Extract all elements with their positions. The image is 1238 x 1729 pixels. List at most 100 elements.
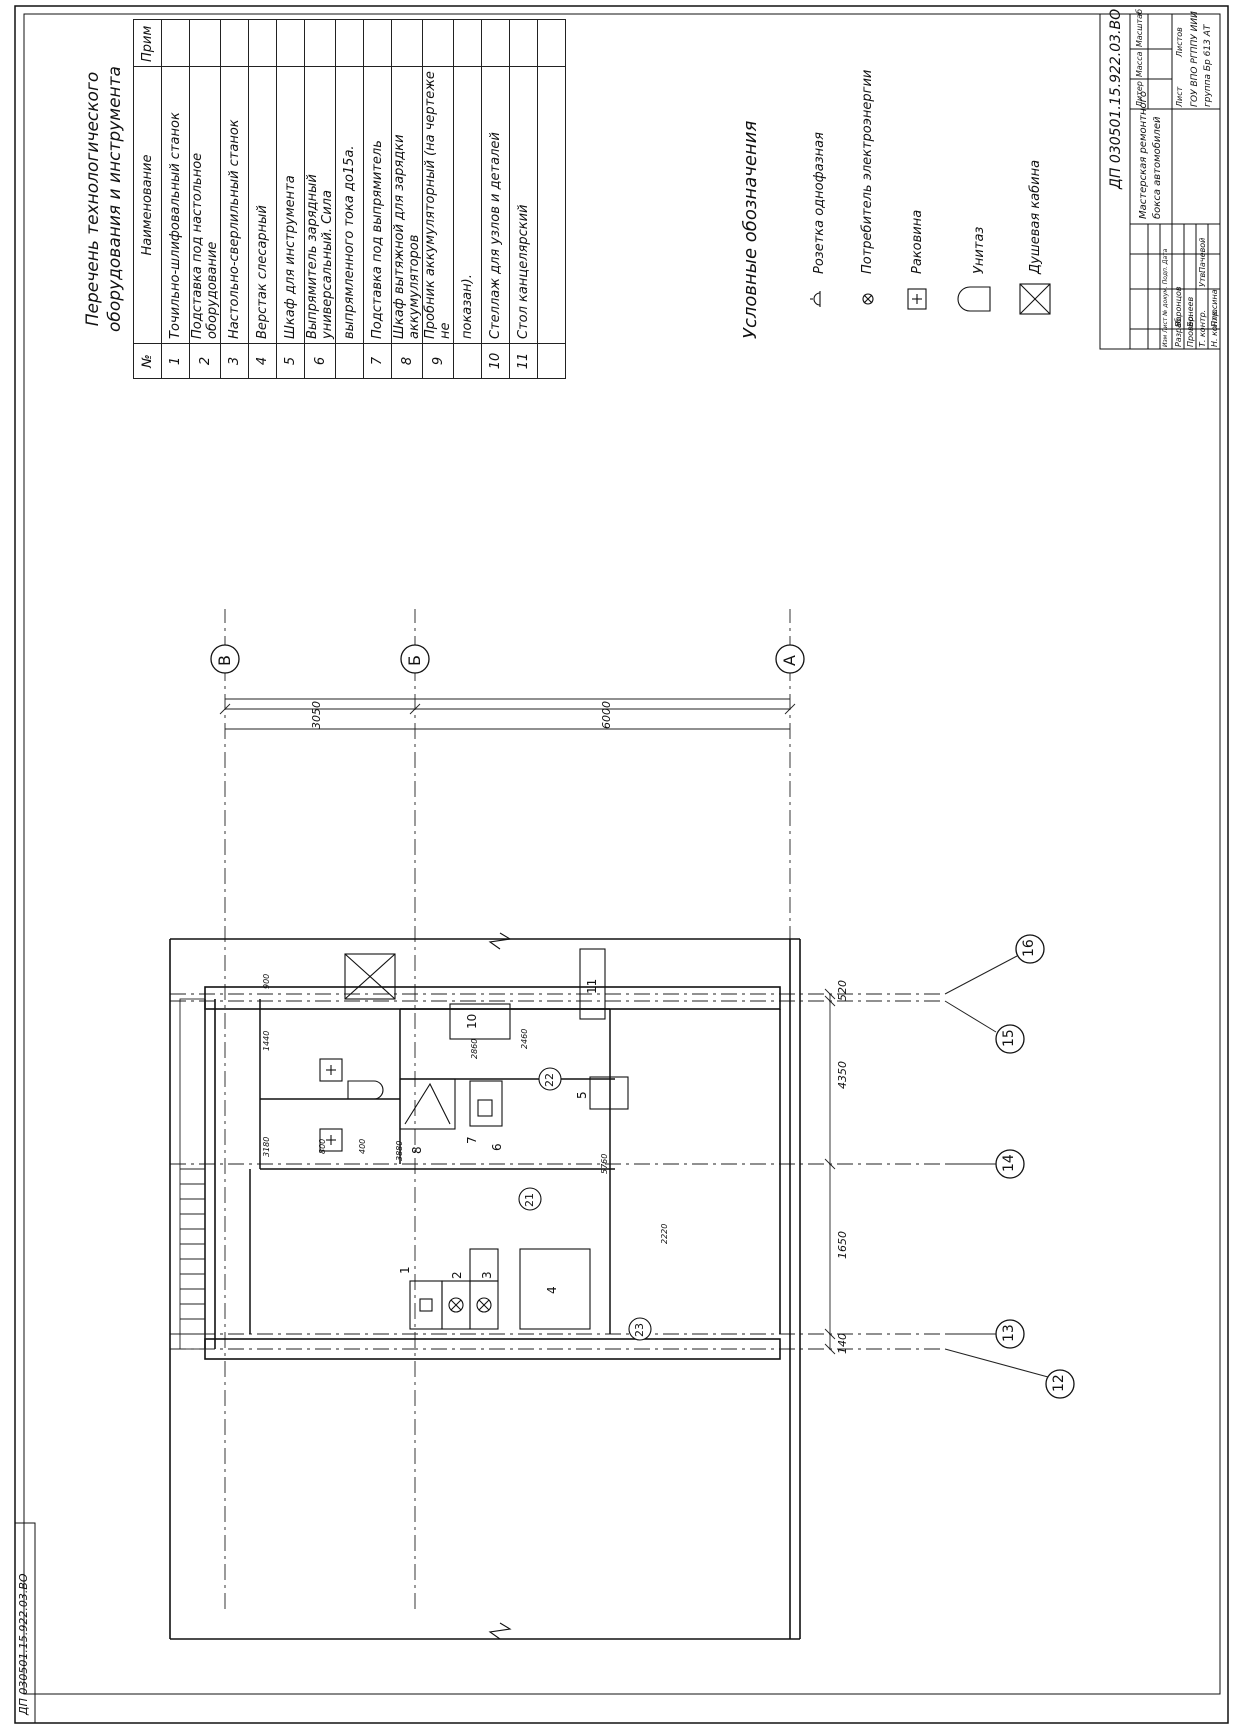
equip-5 bbox=[589, 1076, 629, 1110]
sink-icon bbox=[907, 288, 927, 310]
row-name: Пробник аккумуляторный (на чертеже не bbox=[422, 66, 454, 344]
row-note bbox=[335, 19, 364, 67]
row-name: Стол канцелярский bbox=[509, 66, 538, 344]
row-name: Выпрямитель зарядный универсальный. Сила bbox=[304, 66, 336, 344]
dim-6000: 6000 bbox=[600, 701, 613, 729]
equip-label-8: 8 bbox=[410, 1146, 424, 1154]
number-axes bbox=[170, 993, 945, 1350]
header-note: Прим bbox=[133, 19, 162, 67]
axis-number-14: 14 bbox=[1001, 1154, 1017, 1172]
inner-dim-900: 900 bbox=[262, 973, 271, 989]
axis-leader-lines bbox=[944, 955, 1049, 1378]
equip-label-3: 3 bbox=[480, 1271, 494, 1279]
dimension-lines bbox=[219, 703, 836, 1355]
outer-frame bbox=[14, 5, 1229, 1724]
row-note bbox=[537, 19, 566, 67]
room-bubble-23 bbox=[628, 1317, 652, 1341]
row-note bbox=[189, 19, 221, 67]
row-no: 6 bbox=[304, 343, 336, 379]
equip-8 bbox=[399, 1078, 456, 1130]
legend-label-toilet: Унитаз bbox=[972, 226, 987, 274]
room-number-21: 21 bbox=[523, 1193, 536, 1207]
sheets-label: Листов bbox=[1175, 27, 1184, 57]
inner-dim-3180: 3180 bbox=[262, 1136, 271, 1157]
inner-dim-2860: 2860 bbox=[470, 1038, 479, 1059]
axis-number-13: 13 bbox=[1001, 1324, 1017, 1342]
col-mass: Масса bbox=[1135, 51, 1144, 77]
inner-dim-800: 800 bbox=[318, 1138, 327, 1154]
role-name: Плюсина bbox=[1210, 289, 1219, 327]
room-bubble-22 bbox=[538, 1067, 562, 1091]
room-number-23: 23 bbox=[633, 1323, 646, 1337]
equip-11 bbox=[579, 948, 606, 1020]
inner-dim-3880: 3880 bbox=[395, 1140, 404, 1161]
equipment bbox=[399, 948, 629, 1330]
margin-stamp-box bbox=[14, 1522, 36, 1724]
row-note bbox=[220, 19, 249, 67]
axis-bubble-v bbox=[210, 644, 240, 674]
row-note bbox=[453, 19, 482, 67]
dim-3050: 3050 bbox=[310, 701, 323, 729]
legend-symbols bbox=[810, 283, 1051, 315]
equip-6-7 bbox=[469, 1080, 503, 1127]
room-bubbles bbox=[518, 1067, 652, 1341]
org-line1: ГОУ ВПО РГППУ ИИИ bbox=[1190, 11, 1200, 107]
row-name: Шкаф для инструмента bbox=[276, 66, 305, 344]
header-name: Наименование bbox=[133, 66, 162, 344]
row-no: 10 bbox=[481, 343, 510, 379]
equip-label-7: 7 bbox=[465, 1136, 479, 1144]
role-name: Воронцов bbox=[1174, 286, 1183, 327]
table-row: показан). bbox=[453, 19, 482, 379]
title-block-grid bbox=[1099, 13, 1221, 350]
axis-bubbles bbox=[210, 644, 1075, 1399]
shower-cabin-icon bbox=[1019, 283, 1051, 315]
table-row bbox=[537, 19, 566, 379]
row-no: 5 bbox=[276, 343, 305, 379]
axis-bubble-15 bbox=[995, 1024, 1025, 1054]
break-marks bbox=[488, 932, 512, 1640]
axis-leaders bbox=[225, 698, 790, 730]
legend-label-consumer: Потребитель электроэнергии bbox=[860, 69, 875, 274]
legend-label-socket: Розетка однофазная bbox=[812, 132, 827, 274]
row-name: Стеллаж для узлов и деталей bbox=[481, 66, 510, 344]
row-note bbox=[276, 19, 305, 67]
row-note bbox=[422, 19, 454, 67]
toilet-icon bbox=[957, 286, 991, 312]
axis-number-15: 15 bbox=[1001, 1029, 1017, 1047]
row-no: 11 bbox=[509, 343, 538, 379]
power-consumer-icon bbox=[862, 293, 874, 305]
col-scale: Масштаб bbox=[1135, 8, 1144, 47]
axis-letter-b: Б bbox=[405, 655, 424, 666]
inner-frame bbox=[23, 13, 1221, 1695]
document-code: ДП 030501.15.922.03.ВО bbox=[1108, 8, 1124, 189]
row-no bbox=[537, 343, 566, 379]
row-no: 4 bbox=[248, 343, 277, 379]
axis-bubble-b bbox=[400, 644, 430, 674]
row-name: показан). bbox=[453, 66, 482, 344]
row-no: 3 bbox=[220, 343, 249, 379]
role-name: Пачевой bbox=[1198, 237, 1207, 273]
row-no: 9 bbox=[422, 343, 454, 379]
equip-label-5: 5 bbox=[575, 1091, 589, 1099]
role-name: Бонеев bbox=[1186, 296, 1195, 327]
row-name bbox=[537, 66, 566, 344]
dim-4350: 4350 bbox=[836, 1061, 849, 1089]
row-name: Подставка под настольное оборудование bbox=[189, 66, 221, 344]
row-no: 2 bbox=[189, 343, 221, 379]
equip-label-2: 2 bbox=[450, 1271, 464, 1279]
inner-dim-400: 400 bbox=[358, 1138, 367, 1154]
letter-axes bbox=[224, 609, 791, 1609]
row-name: Настольно-сверлильный станок bbox=[220, 66, 249, 344]
row-note bbox=[161, 19, 190, 67]
drawing-title-line1: Мастерская ремонтного bbox=[1138, 91, 1149, 219]
table-row: выпрямленного тока до15а. bbox=[335, 19, 364, 379]
legend-label-sink: Раковина bbox=[910, 209, 925, 274]
row-note bbox=[248, 19, 277, 67]
